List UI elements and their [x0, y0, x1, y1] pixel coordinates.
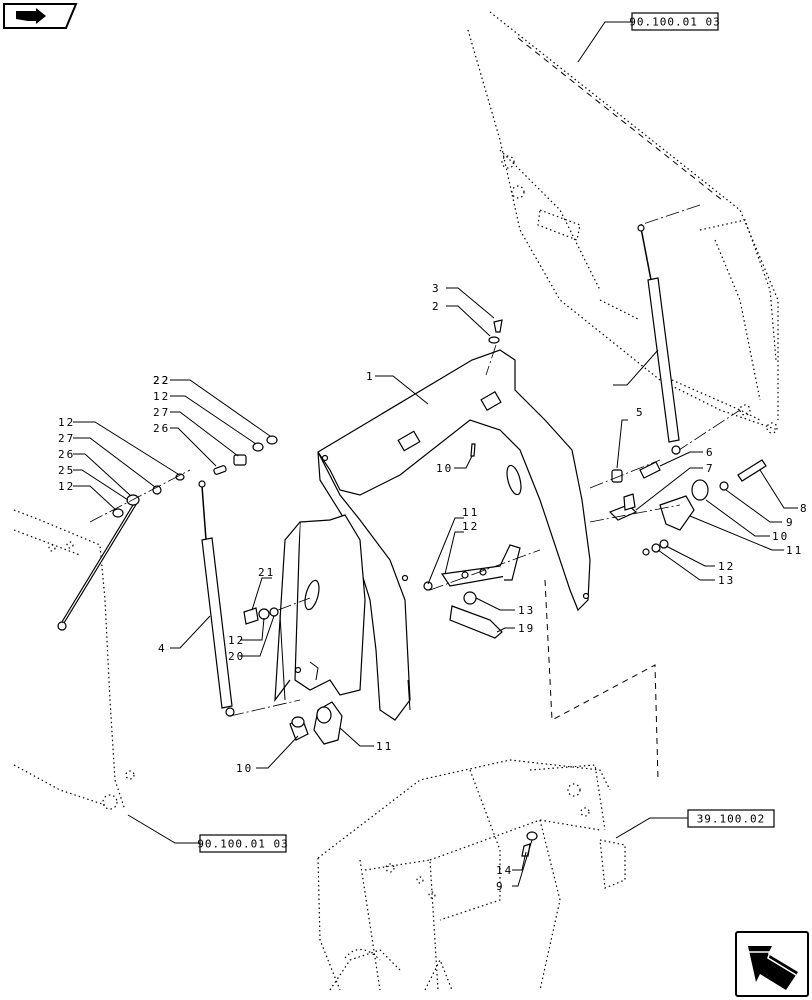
folder-arrow-icon[interactable]	[3, 3, 78, 29]
callout-16: 13	[518, 604, 535, 617]
gas-strut-right	[637, 204, 741, 455]
chassis-frame-background	[317, 759, 626, 991]
callout-15: 19	[518, 622, 535, 635]
callout-11-bottom: 11	[376, 740, 393, 753]
next-page-arrow-icon[interactable]	[735, 931, 809, 997]
callout-8: 8	[800, 502, 809, 515]
callout-6: 6	[706, 446, 715, 459]
callout-10-bottom: 10	[236, 762, 253, 775]
bolt-washer-bottom	[521, 831, 538, 857]
callout-20: 20	[228, 650, 245, 663]
bushing-mount-bottom	[289, 701, 343, 745]
connection-dashed-line	[544, 579, 659, 781]
svg-text:90.100.01 03: 90.100.01 03	[197, 838, 288, 851]
callout-1: 1	[366, 370, 375, 383]
gas-strut-left-inner	[198, 480, 301, 717]
callout-2: 2	[432, 300, 441, 313]
console-panel	[274, 349, 591, 721]
callout-9a: 9	[786, 516, 795, 529]
callout-11-right: 11	[786, 544, 803, 557]
svg-text:39.100.02: 39.100.02	[697, 813, 766, 826]
svg-text:26: 26	[58, 448, 75, 461]
svg-text:25: 25	[58, 464, 75, 477]
callout-18: 11	[462, 506, 479, 519]
bolt-washer-top	[488, 319, 503, 344]
reference-box-bottom-left[interactable]: 90.100.01 03	[197, 834, 288, 853]
svg-text:90.100.01 03: 90.100.01 03	[629, 16, 720, 29]
callout-14: 14	[496, 864, 513, 877]
callout-19: 10	[436, 462, 453, 475]
gas-strut-left-outer	[57, 469, 191, 631]
callout-7: 7	[706, 462, 715, 475]
svg-text:12: 12	[58, 416, 75, 429]
callout-12-left: 12	[228, 634, 245, 647]
callout-9-bottom: 9	[496, 880, 505, 893]
left-fender-background	[13, 509, 135, 811]
callout-10-right: 10	[772, 530, 789, 543]
reference-box-top-right[interactable]: 90.100.01 03	[629, 12, 720, 31]
svg-text:12: 12	[58, 480, 75, 493]
callout-26: 26	[153, 422, 170, 435]
callout-12-right: 12	[718, 560, 735, 573]
cab-panel-background	[467, 11, 779, 434]
svg-text:22: 22	[153, 374, 170, 387]
callout-17: 12	[462, 520, 479, 533]
fittings-upper-left	[213, 435, 278, 475]
callout-12: 12	[153, 390, 170, 403]
callout-22: 22	[153, 374, 170, 387]
callout-21: 21	[258, 566, 275, 579]
callout-13: 13	[718, 574, 735, 587]
svg-text:27: 27	[58, 432, 75, 445]
callout-4-left: 4	[158, 642, 167, 655]
callout-5: 5	[636, 406, 645, 419]
brackets-center	[423, 544, 541, 639]
reference-box-bottom-right[interactable]: 39.100.02	[687, 809, 775, 828]
callout-3: 3	[432, 282, 441, 295]
callout-27: 27	[153, 406, 170, 419]
fittings-right	[589, 459, 767, 556]
